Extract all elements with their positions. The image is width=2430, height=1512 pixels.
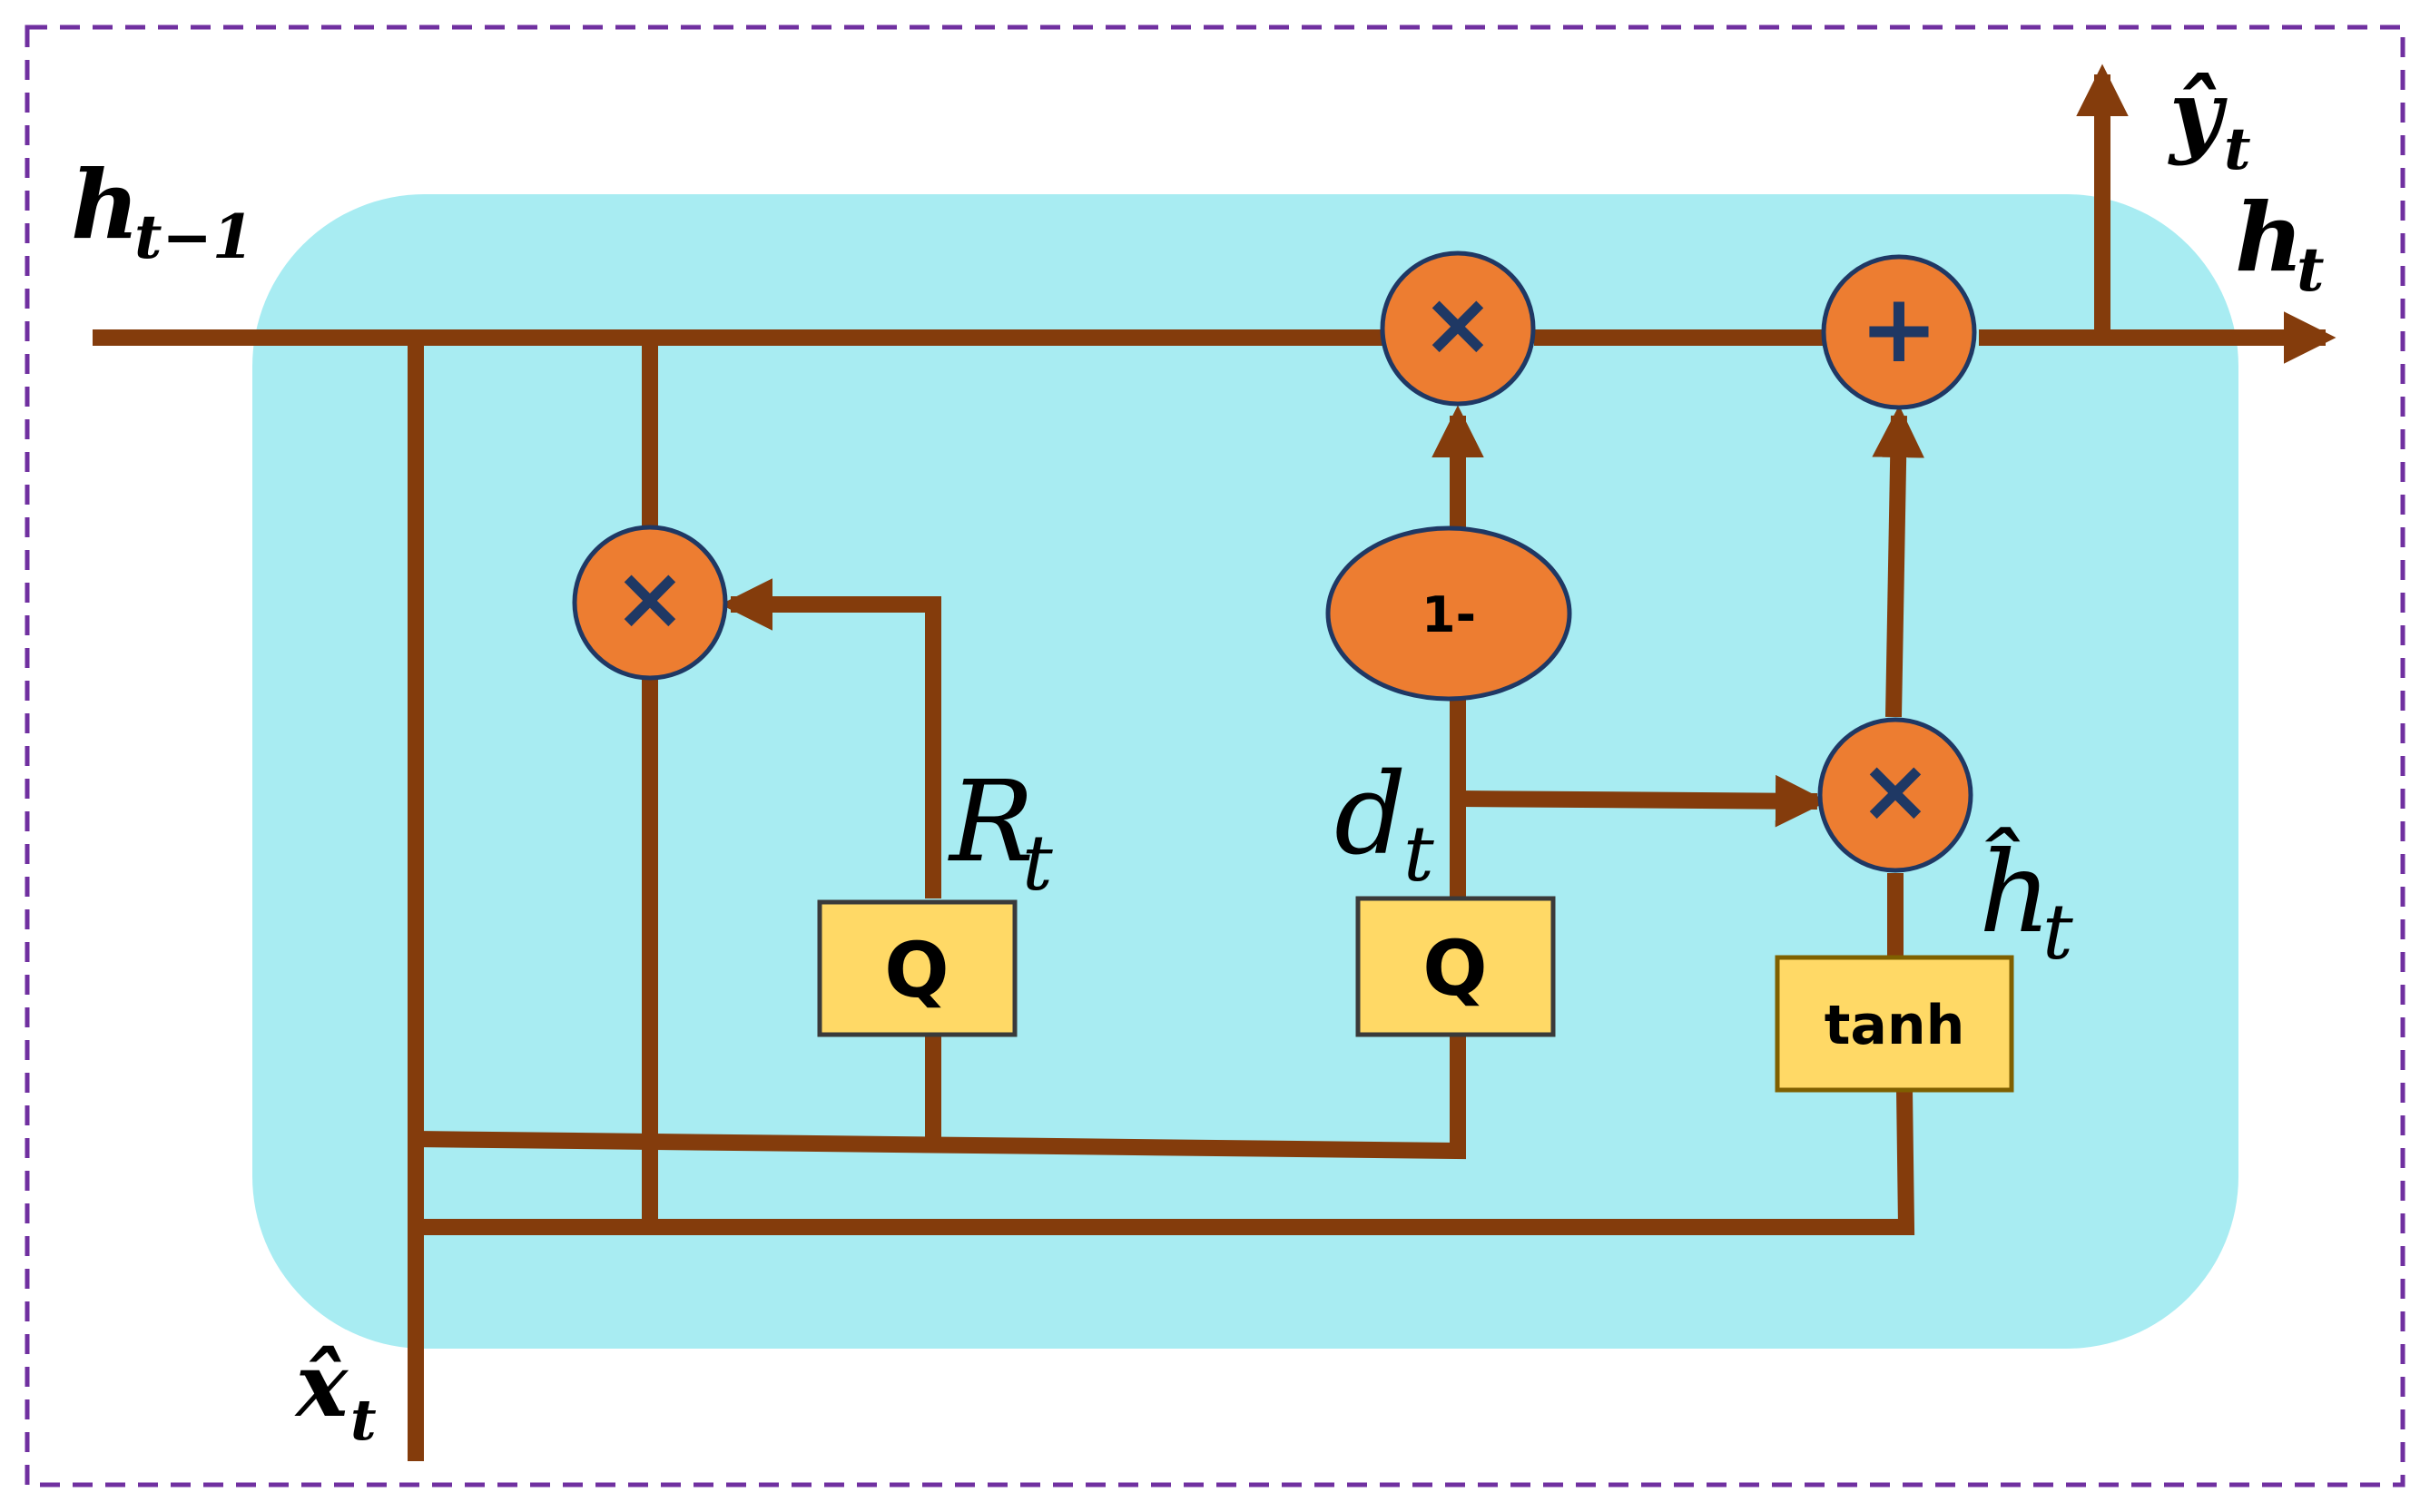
label-update: d t: [1334, 750, 1434, 898]
reset-gate: Q: [817, 899, 1018, 1037]
update-to-candidate-mult: [1457, 774, 1828, 828]
multiply-icon: ×: [1422, 273, 1494, 375]
candidate-multiply-node: ×: [1817, 717, 1973, 873]
tanh-label: tanh: [1825, 994, 1965, 1057]
label-y-out: ŷ t: [2168, 60, 2251, 183]
y-out-subscript: t: [2224, 115, 2251, 183]
reset-gate-label: Q: [884, 926, 949, 1015]
y-out-symbol: ŷ: [2168, 60, 2228, 167]
upper-bus: [415, 1036, 1466, 1160]
update-gate: Q: [1355, 896, 1556, 1037]
update-symbol: d: [1334, 750, 1406, 880]
x-in-subscript: t: [350, 1387, 377, 1453]
wires: [93, 64, 2337, 1461]
reset-symbol: R: [948, 757, 1034, 888]
x-in-symbol: x̂: [294, 1334, 349, 1437]
tanh-box: tanh: [1775, 955, 2014, 1093]
h-out-symbol: h: [2235, 182, 2304, 293]
plus-icon: +: [1859, 273, 1938, 384]
candidate-subscript: t: [2042, 888, 2073, 977]
reset-multiply-node: ×: [572, 525, 728, 681]
label-candidate: ĥ t: [1979, 827, 2073, 977]
update-subscript: t: [1403, 810, 1434, 898]
reset-gate-out: [720, 578, 941, 898]
update-multiply-node: ×: [1380, 250, 1536, 407]
multiply-icon: ×: [1859, 740, 1932, 841]
label-reset: R t: [948, 757, 1053, 908]
multiply-icon: ×: [614, 547, 686, 649]
h-out-subscript: t: [2297, 234, 2325, 305]
one-minus-label: 1-: [1422, 586, 1476, 643]
cell-background: [252, 194, 2238, 1349]
label-x-in: x̂ t: [294, 1334, 377, 1453]
one-minus-node: 1-: [1325, 525, 1572, 702]
lower-bus: [416, 1088, 1915, 1235]
candidate-mult-to-plus: [1872, 405, 1924, 718]
h-prev-subscript: t−1: [134, 201, 254, 272]
reset-subscript: t: [1022, 819, 1053, 908]
add-node: +: [1821, 254, 1977, 410]
label-h-prev: h t−1: [71, 149, 254, 272]
candidate-symbol: ĥ: [1979, 827, 2051, 958]
update-gate-label: Q: [1422, 924, 1487, 1013]
h-prev-symbol: h: [71, 149, 140, 260]
outer-frame: [25, 25, 2405, 1487]
label-h-out: h t: [2235, 182, 2325, 305]
